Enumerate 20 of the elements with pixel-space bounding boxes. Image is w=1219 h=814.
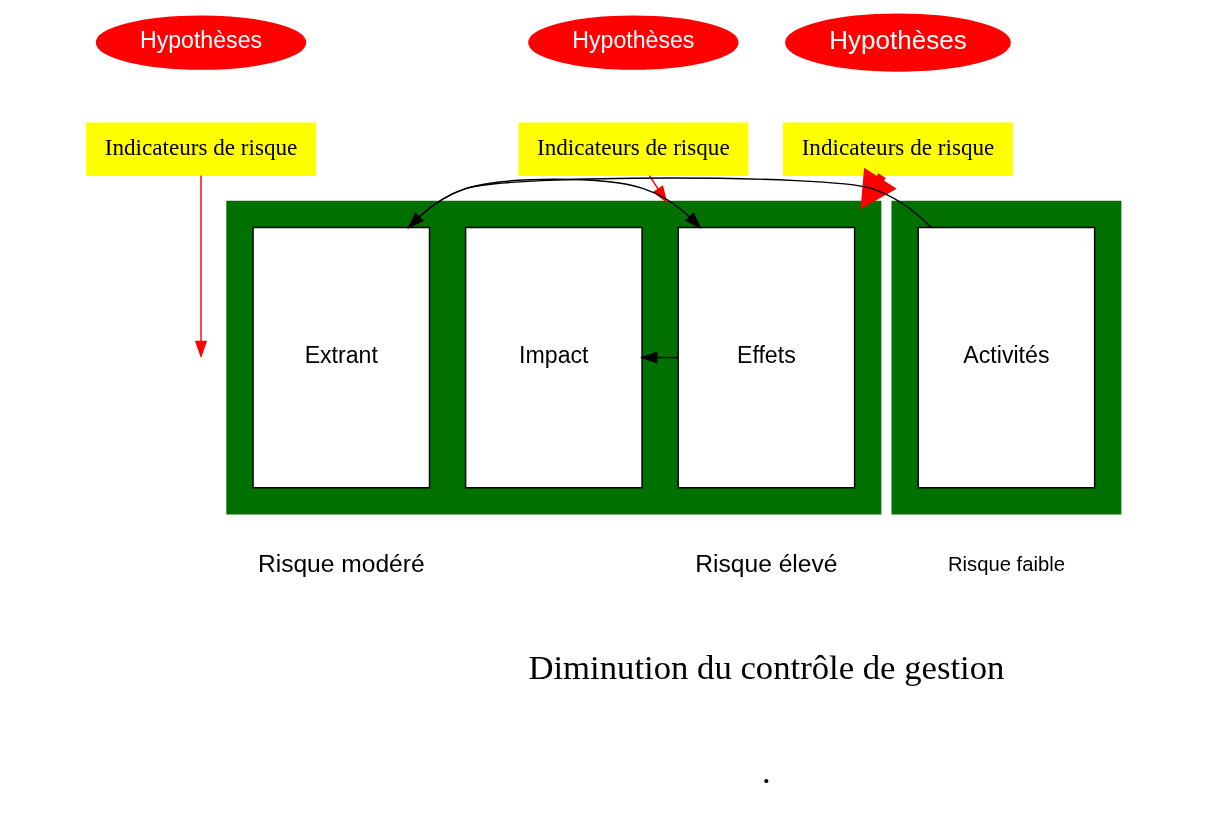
- node-box: Indicateurs de risque: [518, 122, 749, 177]
- node-ellipse: Hypothèses: [528, 15, 739, 70]
- label: .: [762, 751, 771, 791]
- cluster: [891, 200, 1122, 515]
- label: Risque modéré: [257, 549, 425, 577]
- node-box: Indicateurs de risque: [86, 122, 316, 177]
- node-ellipse: Hypothèses: [785, 13, 1011, 72]
- node-ellipse: Hypothèses: [95, 15, 307, 70]
- node-box: Indicateurs de risque: [783, 122, 1013, 177]
- arrow: [194, 174, 208, 359]
- label: Risque faible: [947, 553, 1065, 576]
- arrow: [860, 167, 897, 210]
- node-box: Activités: [917, 226, 1096, 489]
- node-box: Effets: [677, 226, 856, 489]
- node-box: Extrant: [252, 226, 431, 489]
- cluster: [226, 200, 882, 515]
- node-box: Impact: [464, 226, 643, 489]
- label: Diminution du contrôle de gestion: [528, 647, 1005, 687]
- arrow: [640, 351, 679, 364]
- label: Risque élevé: [695, 549, 838, 577]
